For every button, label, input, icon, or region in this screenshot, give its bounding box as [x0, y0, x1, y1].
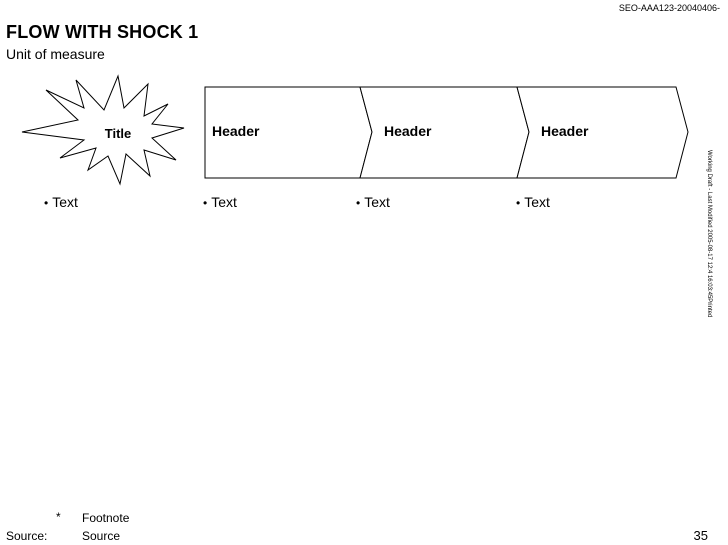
- bullet-item: •Text: [356, 194, 390, 210]
- source-label: Source:: [6, 529, 48, 543]
- footnote-text: Footnote: [82, 511, 130, 525]
- step-header-2: Header: [384, 123, 432, 139]
- bullet-text: Text: [52, 194, 78, 210]
- bullet-item: •Text: [44, 194, 78, 210]
- draft-note: Working Draft - Last Modified 2005-08-17…: [706, 150, 712, 318]
- shock-burst: [21, 74, 185, 186]
- bullet-item: •Text: [516, 194, 550, 210]
- step-header-3: Header: [541, 123, 589, 139]
- bullet-glyph: •: [44, 196, 49, 210]
- bullet-item: •Text: [203, 194, 237, 210]
- source-text: Source: [82, 529, 121, 543]
- chevron-step-3: [516, 86, 689, 179]
- shock-title: Title: [104, 126, 132, 141]
- step-header-1: Header: [212, 123, 260, 139]
- page-number: 35: [693, 528, 708, 543]
- bullet-text: Text: [524, 194, 550, 210]
- document-id: SEO-AAA123-20040406-: [618, 3, 720, 13]
- page-title: FLOW WITH SHOCK 1: [6, 22, 199, 42]
- bullet-glyph: •: [203, 196, 208, 210]
- unit-of-measure: Unit of measure: [6, 46, 105, 62]
- footnote-mark: *: [56, 510, 61, 524]
- bullet-text: Text: [364, 194, 390, 210]
- bullet-glyph: •: [516, 196, 521, 210]
- bullet-text: Text: [211, 194, 237, 210]
- bullet-glyph: •: [356, 196, 361, 210]
